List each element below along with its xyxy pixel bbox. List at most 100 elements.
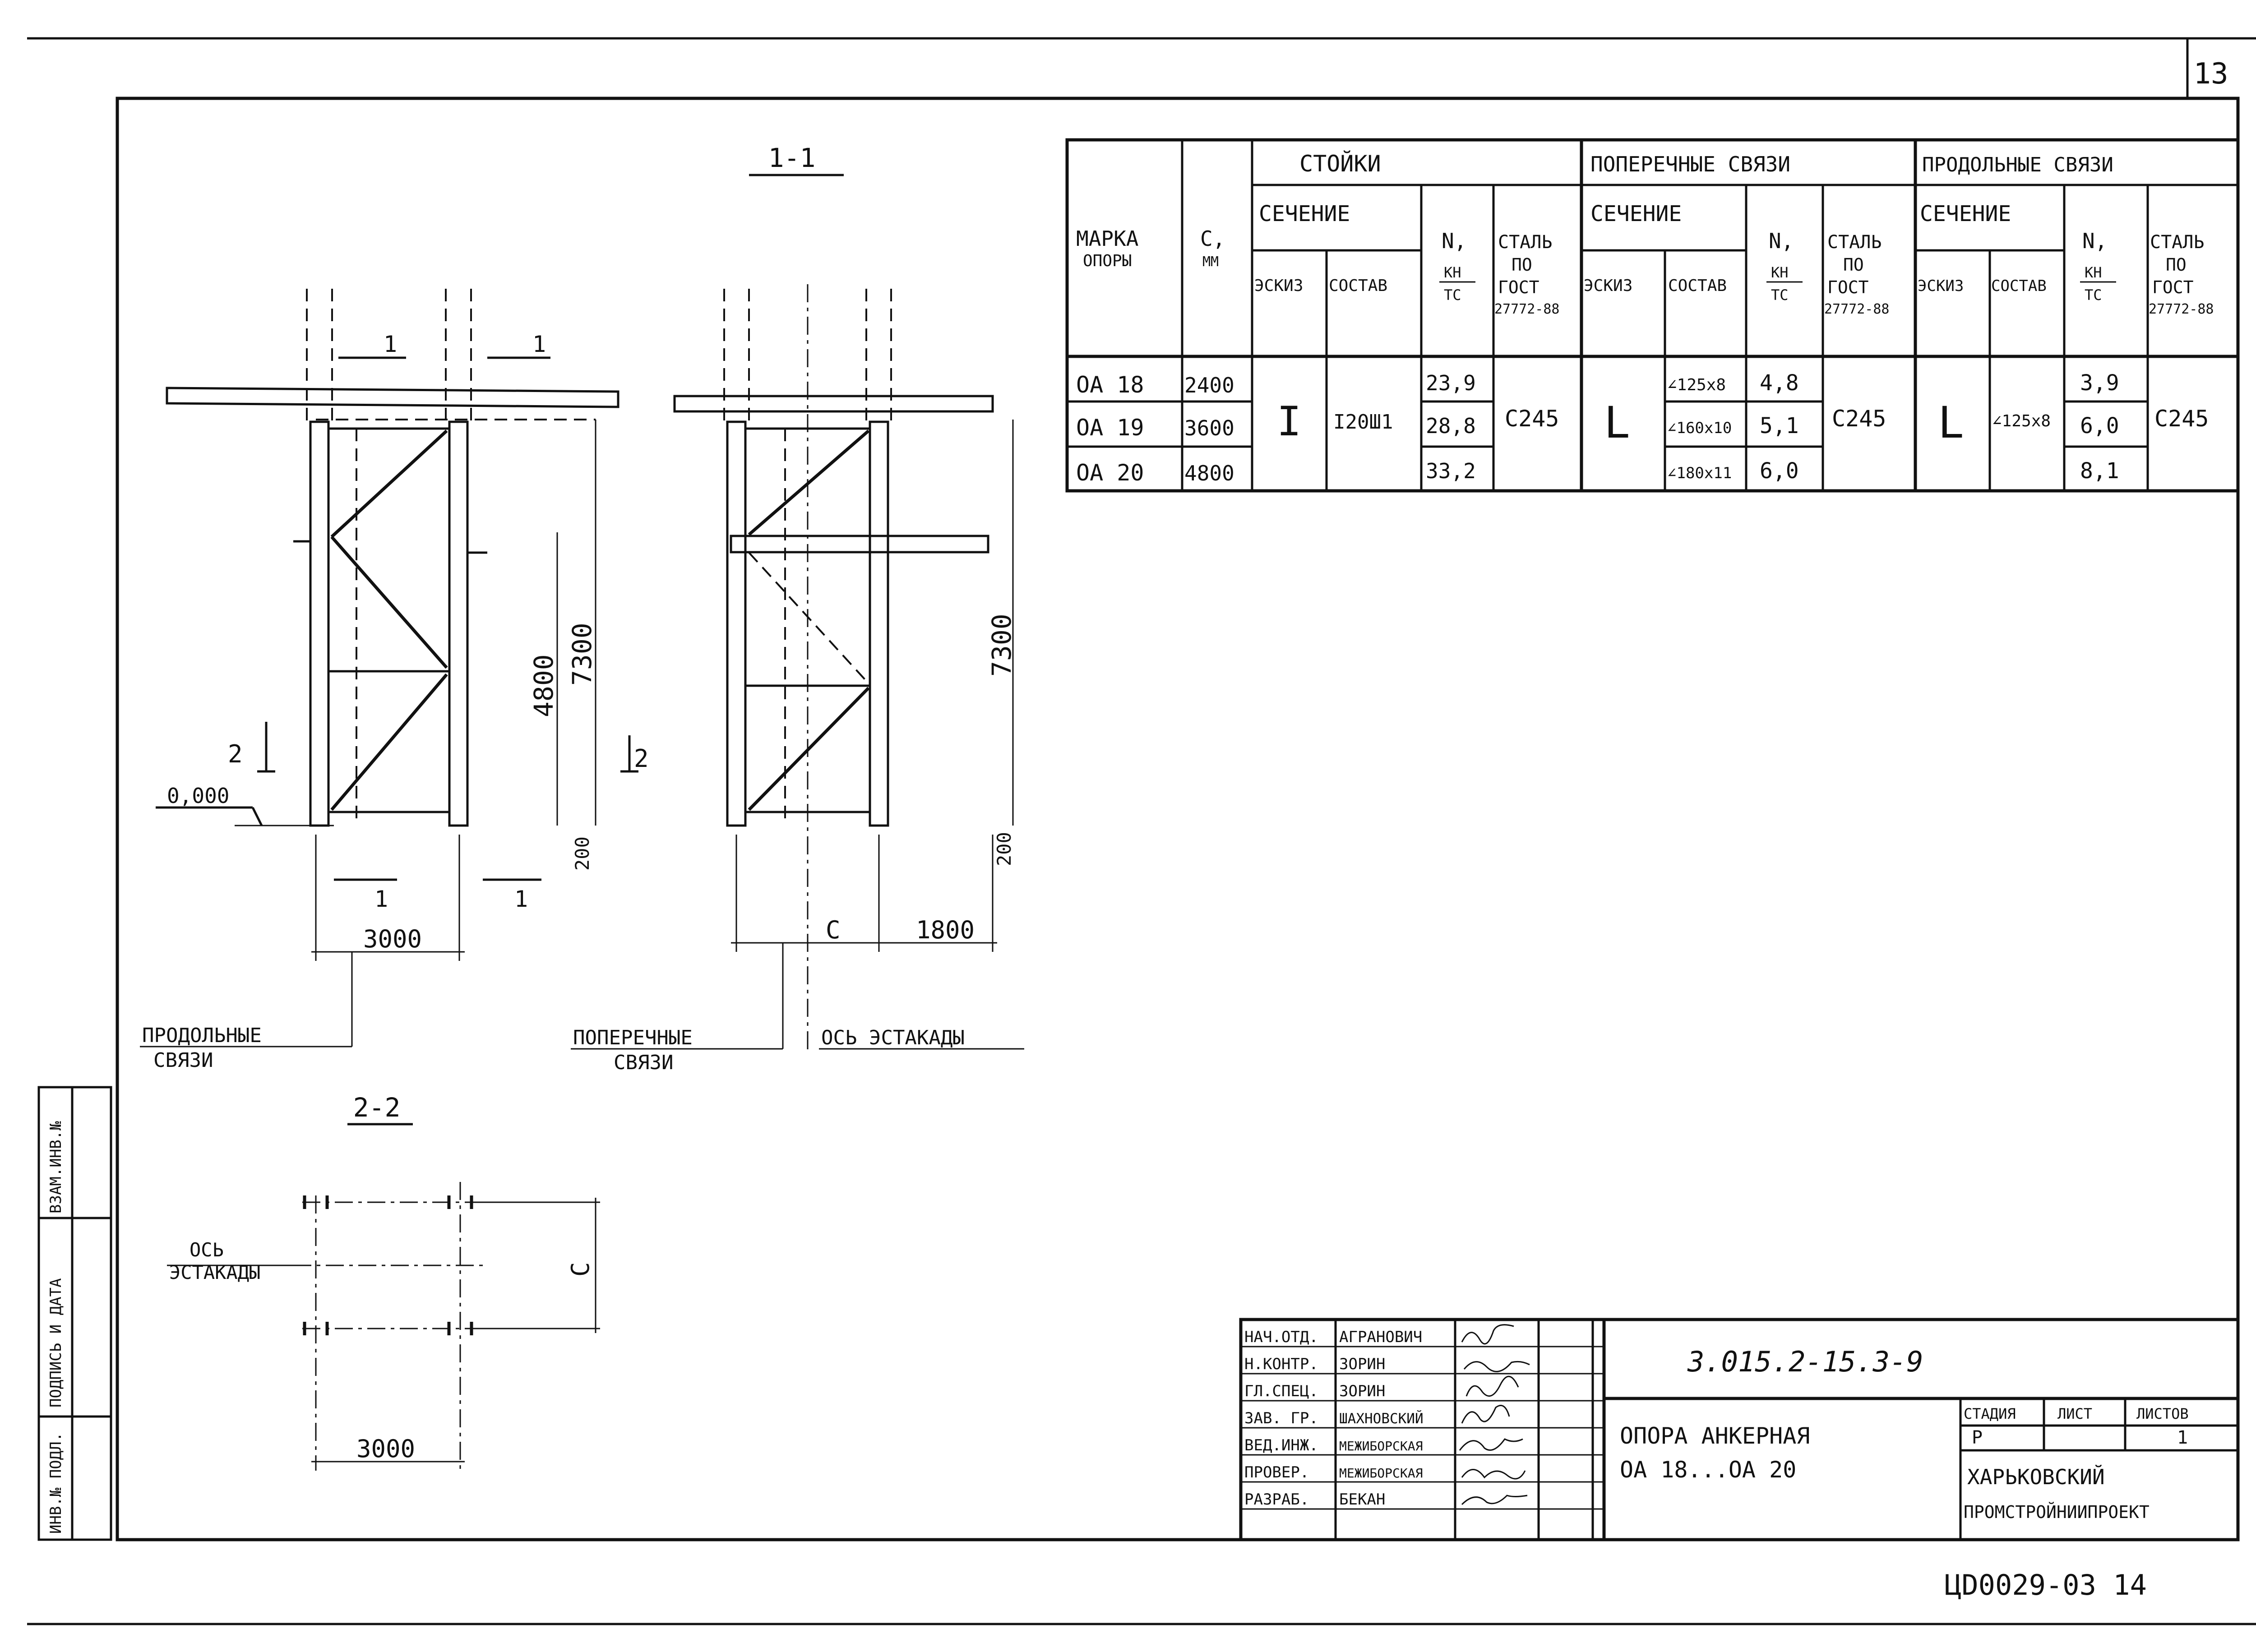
- hdr-c-1: C,: [1200, 226, 1225, 251]
- name-1: АГРАНОВИЧ: [1339, 1328, 1422, 1346]
- hdr-n-ts-lg: ТС: [2085, 286, 2102, 304]
- hdr-sketch-tr: ЭСКИЗ: [1584, 277, 1632, 295]
- hdr-steel-1-posts: СТАЛЬ: [1498, 232, 1552, 253]
- role-4: ЗАВ. ГР.: [1244, 1409, 1318, 1427]
- post-steel: C245: [1505, 406, 1559, 432]
- label-longitudinal-2: СВЯЗИ: [153, 1049, 213, 1072]
- row-2-mark: ОА 19: [1076, 415, 1144, 441]
- hdr-comp-lg: СОСТАВ: [1991, 277, 2047, 295]
- row-1-tr-comp: ∠125x8: [1667, 376, 1726, 394]
- hdr-steel-3-tr: ГОСТ: [1827, 277, 1869, 297]
- sheet-label: ЛИСТ: [2057, 1405, 2092, 1422]
- label-axis-2-2: ЭСТАКАДЫ: [169, 1261, 260, 1283]
- row-3-lg-n: 8,1: [2080, 458, 2119, 484]
- row-1-post-n: 23,9: [1426, 371, 1476, 395]
- hdr-steel-1-lg: СТАЛЬ: [2150, 232, 2204, 253]
- hdr-n-tr: N,: [1769, 229, 1794, 253]
- hdr-steel-2-posts: ПО: [1512, 255, 1532, 275]
- side-stamp-sign: ПОДПИСЬ И ДАТА: [47, 1278, 65, 1407]
- hdr-steel-2-lg: ПО: [2166, 255, 2187, 275]
- row-2-post-n: 28,8: [1426, 414, 1476, 438]
- name-6: МЕЖИБОРСКАЯ: [1339, 1466, 1423, 1481]
- name-7: БЕКАН: [1339, 1490, 1385, 1509]
- cut-2-left: 2: [228, 740, 243, 768]
- spec-table: СТОЙКИ ПОПЕРЕЧНЫЕ СВЯЗИ ПРОДОЛЬНЫЕ СВЯЗИ…: [1065, 138, 2240, 493]
- hdr-steel-4-lg: 27772-88: [2149, 301, 2214, 317]
- hdr-n-kn-posts: КН: [1444, 264, 1461, 281]
- sheet-number: 13: [2193, 57, 2228, 91]
- label-transverse-1: ПОПЕРЕЧНЫЕ: [573, 1026, 693, 1049]
- section-2-plan: 2-2 ОСЬ ЭСТАКАДЫ C 3000: [167, 1092, 600, 1471]
- side-stamp-vzam: ВЗАМ.ИНВ.№: [47, 1121, 65, 1214]
- label-axis: ОСЬ ЭСТАКАДЫ: [821, 1026, 965, 1049]
- hdr-steel-2-tr: ПО: [1843, 255, 1864, 275]
- title-block: НАЧ.ОТД. Н.КОНТР. ГЛ.СПЕЦ. ЗАВ. ГР. ВЕД.…: [1239, 1318, 2240, 1541]
- hdr-mark-1: МАРКА: [1076, 226, 1138, 251]
- hdr-steel-4-posts: 27772-88: [1494, 301, 1560, 317]
- label-axis-2-1: ОСЬ: [190, 1239, 224, 1261]
- row-2-lg-n: 6,0: [2080, 413, 2119, 438]
- dim-4800: 4800: [528, 654, 559, 717]
- side-stamp: ИНВ.№ ПОДЛ. ПОДПИСЬ И ДАТА ВЗАМ.ИНВ.№: [37, 1086, 112, 1541]
- tr-sketch: L: [1604, 397, 1630, 448]
- row-2-tr-comp: ∠160x10: [1667, 419, 1732, 437]
- title-1: ОПОРА АНКЕРНАЯ: [1620, 1423, 1810, 1449]
- post-sketch: I: [1277, 398, 1301, 445]
- hdr-n-kn-lg: КН: [2085, 264, 2102, 281]
- hdr-transverse: ПОПЕРЕЧНЫЕ СВЯЗИ: [1590, 152, 1790, 176]
- archive-code: ЦD0029-03 14: [1945, 1569, 2147, 1601]
- hdr-n-posts: N,: [1442, 229, 1466, 253]
- stage-value: Р: [1972, 1427, 1983, 1448]
- role-3: ГЛ.СПЕЦ.: [1244, 1382, 1318, 1400]
- sheets-label: ЛИСТОВ: [2136, 1405, 2189, 1422]
- dim-7300-left: 7300: [567, 623, 597, 686]
- cut-1-top-left: 1: [384, 331, 397, 357]
- sheets-value: 1: [2177, 1427, 2188, 1448]
- org-2: ПРОМСТРОЙНИИПРОЕКТ: [1964, 1502, 2150, 1522]
- level-zero: 0,000: [167, 784, 229, 808]
- longitudinal-frame: 1 1 1 1 2 0,000 7300 4800 200 3000 ПРОДО…: [140, 289, 619, 1072]
- hdr-steel-1-tr: СТАЛЬ: [1827, 232, 1882, 253]
- post-comp: I20Ш1: [1333, 411, 1393, 434]
- dim-c-plan: C: [566, 1262, 595, 1277]
- row-3-tr-comp: ∠180x11: [1667, 464, 1732, 482]
- lg-steel: C245: [2154, 406, 2209, 432]
- hdr-steel-3-lg: ГОСТ: [2152, 277, 2194, 297]
- lg-sketch: L: [1938, 397, 1964, 448]
- hdr-sketch-posts: ЭСКИЗ: [1254, 277, 1303, 295]
- section-2-title: 2-2: [353, 1092, 401, 1123]
- hdr-sketch-lg: ЭСКИЗ: [1918, 277, 1964, 295]
- role-1: НАЧ.ОТД.: [1244, 1328, 1318, 1346]
- tr-steel: C245: [1832, 406, 1886, 432]
- cut-1-top-right: 1: [532, 331, 546, 357]
- hdr-posts: СТОЙКИ: [1299, 150, 1381, 177]
- role-7: РАЗРАБ.: [1244, 1490, 1309, 1509]
- hdr-mark-2: ОПОРЫ: [1083, 252, 1132, 270]
- hdr-section-tr: СЕЧЕНИЕ: [1590, 201, 1682, 226]
- dim-3000-plan: 3000: [356, 1435, 415, 1463]
- label-longitudinal-1: ПРОДОЛЬНЫЕ: [142, 1024, 262, 1047]
- cut-1-bottom-left: 1: [374, 886, 388, 912]
- name-4: ШАХНОВСКИЙ: [1339, 1411, 1424, 1427]
- section-1-title: 1-1: [768, 143, 816, 173]
- hdr-steel-4-tr: 27772-88: [1824, 301, 1890, 317]
- dim-1800: 1800: [916, 916, 975, 944]
- row-3-c: 4800: [1184, 461, 1234, 485]
- hdr-c-2: ММ: [1202, 254, 1219, 270]
- row-1-mark: ОА 18: [1076, 372, 1144, 398]
- row-2-tr-n: 5,1: [1760, 413, 1799, 438]
- role-6: ПРОВЕР.: [1244, 1463, 1309, 1481]
- hdr-steel-3-posts: ГОСТ: [1498, 277, 1539, 297]
- hdr-section-lg: СЕЧЕНИЕ: [1920, 201, 2011, 226]
- dim-200-right: 200: [993, 832, 1015, 866]
- role-2: Н.КОНТР.: [1244, 1355, 1318, 1373]
- stage-label: СТАДИЯ: [1964, 1405, 2016, 1422]
- hdr-section-posts: СЕЧЕНИЕ: [1259, 201, 1350, 226]
- hdr-n-lg: N,: [2082, 229, 2107, 253]
- row-3-tr-n: 6,0: [1760, 458, 1799, 484]
- transverse-frame: 7300 200 2 C 1800 ПОПЕРЕЧНЫЕ СВЯЗИ ОСЬ Э…: [571, 284, 1024, 1074]
- side-stamp-inv: ИНВ.№ ПОДЛ.: [47, 1432, 65, 1534]
- hdr-n-ts-posts: ТС: [1444, 286, 1461, 304]
- row-1-tr-n: 4,8: [1760, 370, 1799, 396]
